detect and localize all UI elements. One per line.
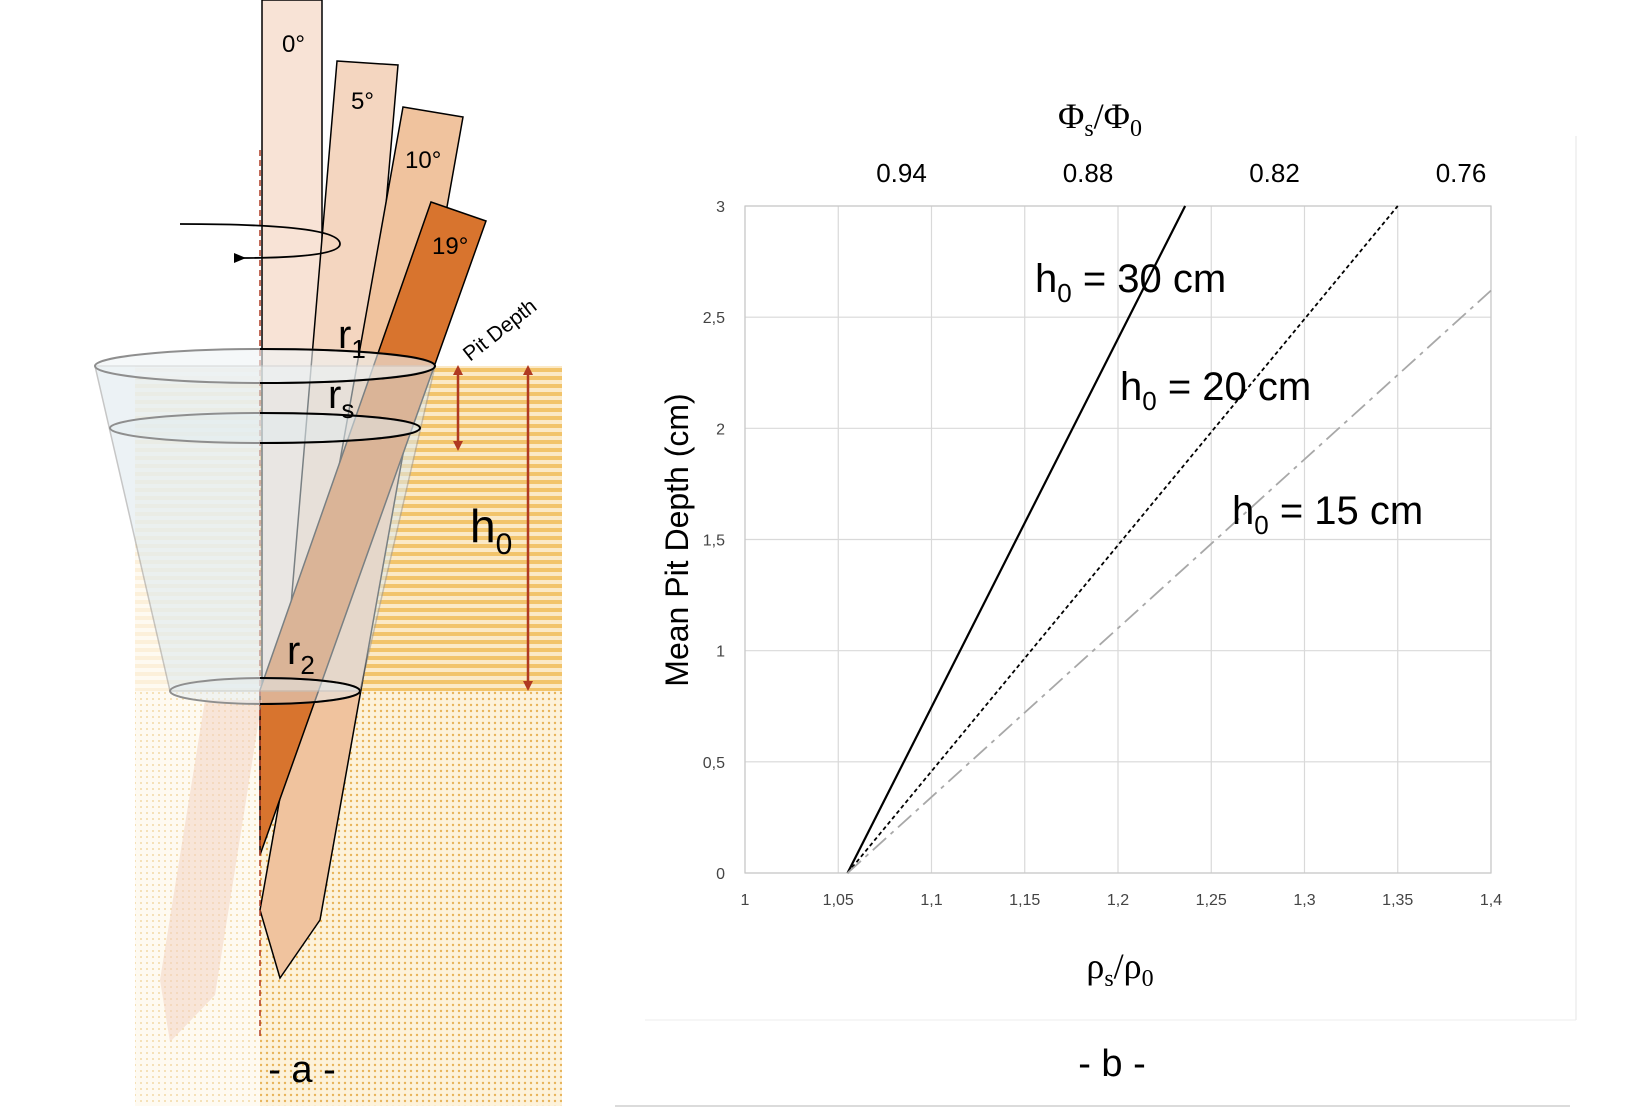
angle-label-10: 10° <box>405 147 441 174</box>
x-tick-label-1: 1,05 <box>823 892 854 909</box>
panel-a: 0° 5° 10° 19° r1 rs r2 h0 Pit Depth - a … <box>94 0 562 1106</box>
x-tick-label-4: 1,2 <box>1107 892 1129 909</box>
angle-label-0: 0° <box>282 31 305 58</box>
series-group <box>846 205 1492 874</box>
x-axis-title: ρs/ρ0 <box>1086 946 1153 992</box>
rs-label: rs <box>328 373 354 424</box>
y-tick-label-0: 0 <box>716 866 725 883</box>
plot-area <box>744 205 1492 874</box>
y-tick-label-2: 1 <box>716 644 725 661</box>
series-line-0 <box>846 205 1187 874</box>
angle-label-5: 5° <box>351 88 374 115</box>
y-axis-title: Mean Pit Depth (cm) <box>659 393 695 686</box>
top-tick-label-2: 0.82 <box>1249 158 1300 188</box>
top-tick-label-1: 0.88 <box>1063 158 1114 188</box>
pit-depth-label: Pit Depth <box>459 295 541 366</box>
r1-label: r1 <box>338 313 366 364</box>
rim-rs-right <box>259 412 422 444</box>
panel-a-caption: - a - <box>268 1049 336 1091</box>
series-label-30: h0 = 30 cm <box>1035 257 1226 308</box>
y-tick-label-5: 2,5 <box>703 310 725 327</box>
top-tick-label-3: 0.76 <box>1436 158 1487 188</box>
x-tick-label-5: 1,25 <box>1196 892 1227 909</box>
panel-b: 1 1,05 1,1 1,15 1,2 1,25 1,3 1,35 1,4 0 0,5 1 1,5 2 2… <box>615 96 1577 1107</box>
x-tick-label-8: 1,4 <box>1480 892 1502 909</box>
panel-b-caption: - b - <box>1078 1043 1146 1085</box>
x-tick-label-6: 1,3 <box>1293 892 1315 909</box>
y-tick-label-1: 0,5 <box>703 755 725 772</box>
r2-label: r2 <box>287 629 315 680</box>
top-axis-title: Φs/Φ0 <box>1058 96 1142 142</box>
rotation-arrow <box>179 223 341 264</box>
rim-top-right <box>259 348 437 384</box>
x-tick-label-7: 1,35 <box>1382 892 1413 909</box>
series-label-15: h0 = 15 cm <box>1232 489 1423 540</box>
x-tick-label-0: 1 <box>741 892 750 909</box>
rim-bottom-right <box>259 677 362 705</box>
stake-ghost <box>160 700 262 1042</box>
series-label-20: h0 = 20 cm <box>1120 365 1311 416</box>
y-tick-label-3: 1,5 <box>703 533 725 550</box>
x-tick-labels: 1 1,05 1,1 1,15 1,2 1,25 1,3 1,35 1,4 <box>741 892 1503 909</box>
x-tick-label-2: 1,1 <box>920 892 942 909</box>
top-tick-labels: 0.94 0.88 0.82 0.76 <box>876 158 1486 188</box>
y-tick-label-4: 2 <box>716 421 725 438</box>
top-tick-label-0: 0.94 <box>876 158 927 188</box>
h0-label: h0 <box>470 500 512 561</box>
series-line-2 <box>846 289 1492 874</box>
y-tick-label-6: 3 <box>716 199 725 216</box>
grid <box>744 205 1492 874</box>
x-tick-label-3: 1,15 <box>1009 892 1040 909</box>
angle-label-19: 19° <box>432 233 468 260</box>
y-tick-labels: 0 0,5 1 1,5 2 2,5 3 <box>703 199 725 883</box>
